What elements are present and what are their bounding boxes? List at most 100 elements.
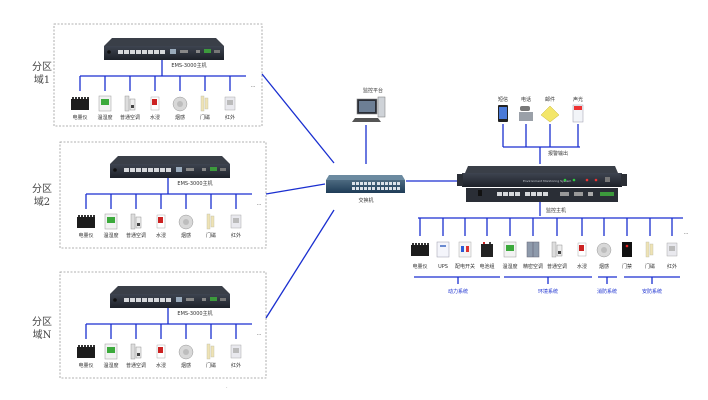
zone-1: 分区域1EMS-3000主机电量仪温湿度普通空调水浸烟感门磁红外··· (32, 23, 263, 127)
subsystem-group: 消防系统 (597, 276, 617, 295)
switch-port (364, 182, 367, 185)
device-thermo-hygrometer: 温湿度 (502, 218, 518, 270)
device-air-conditioner: 普通空调 (120, 76, 140, 121)
switch-label: 交换机 (358, 197, 373, 204)
alarm-output-telephone: 电话 (519, 96, 533, 147)
alarm-output-mobile-phone: 短信 (498, 96, 508, 147)
device-door-contact: 门磁 (645, 218, 655, 270)
precision-ac-icon (526, 241, 540, 258)
zone-host-label: EMS-3000主机 (177, 180, 212, 187)
mobile-phone-icon (498, 105, 508, 122)
device-label: 门磁 (645, 263, 655, 270)
host-port (497, 192, 502, 196)
pc-label: 监控平台 (363, 87, 383, 94)
switch-port (356, 182, 359, 185)
more-devices-indicator: ··· (257, 202, 262, 208)
smoke-detector-icon (178, 344, 194, 360)
access-control-icon (622, 242, 632, 257)
alarm-output-label: 邮件 (545, 96, 555, 103)
device-label: 烟感 (181, 362, 191, 369)
switch-port (372, 187, 375, 190)
door-contact-icon (206, 343, 215, 360)
device-label: 门磁 (206, 232, 216, 239)
subsystem-label: 消防系统 (597, 288, 617, 295)
subsystem-label: 动力系统 (448, 288, 468, 295)
power-meter-icon (77, 215, 95, 228)
infrared-sensor-icon (230, 214, 242, 229)
device-label: 红外 (667, 263, 677, 270)
device-label: 门禁 (622, 263, 632, 270)
device-label: 红外 (231, 362, 241, 369)
air-conditioner-icon (124, 95, 136, 112)
smoke-detector-icon (178, 214, 194, 230)
device-label: 水浸 (150, 114, 160, 121)
device-thermo-hygrometer: 温湿度 (103, 194, 119, 239)
switch-port (389, 182, 392, 185)
device-door-contact: 门磁 (200, 76, 210, 121)
zone-label: 分区 (32, 316, 52, 328)
network-switch: 交换机 (326, 175, 405, 204)
zone-label: 域2 (34, 195, 50, 208)
battery-icon (481, 242, 493, 257)
switch-port (393, 182, 396, 185)
switch-port (352, 182, 355, 185)
device-label: 普通空调 (120, 114, 140, 121)
device-smoke-detector: 烟感 (178, 194, 194, 239)
device-precision-ac: 精密空调 (523, 218, 543, 270)
device-power-meter: 电量仪 (411, 218, 429, 270)
device-access-control: 门禁 (622, 218, 632, 270)
device-label: 配电开关 (455, 263, 475, 270)
switch-port (360, 182, 363, 185)
device-label: 水浸 (156, 362, 166, 369)
device-air-conditioner: 普通空调 (547, 218, 567, 270)
air-conditioner-icon (130, 343, 142, 360)
subsystem-label: 安防系统 (642, 288, 662, 295)
more-devices-indicator: ··· (684, 231, 689, 237)
subsystem-group: 环境系统 (504, 276, 592, 295)
switch-port (364, 187, 367, 190)
alarm-output-group: 短信电话邮件声光 报警输出 (498, 96, 584, 164)
device-label: 电量仪 (78, 362, 93, 369)
distribution-switch-icon (458, 241, 472, 258)
device-power-meter: 电量仪 (71, 76, 89, 121)
water-leak-icon (156, 344, 166, 359)
power-meter-icon (77, 345, 95, 358)
air-conditioner-icon (551, 241, 563, 258)
zone-label: 分区 (32, 61, 52, 73)
device-battery: 电池组 (479, 218, 495, 270)
svg-text:·: · (226, 385, 228, 391)
zone-host-label: EMS-3000主机 (171, 62, 206, 69)
device-label: 水浸 (577, 263, 587, 270)
thermo-hygrometer-icon (503, 241, 517, 258)
power-meter-icon (71, 97, 89, 110)
main-monitoring-host: Environment Monitoring System 监控主机 (457, 166, 627, 216)
more-devices-indicator: ··· (257, 332, 262, 338)
switch-port (360, 187, 363, 190)
switch-port (352, 187, 355, 190)
subsystem-group: 安防系统 (624, 276, 680, 295)
ups-icon (436, 241, 450, 258)
switch-port (377, 187, 380, 190)
smoke-detector-icon (172, 96, 188, 112)
device-smoke-detector: 烟感 (596, 218, 612, 270)
power-meter-icon (411, 243, 429, 256)
device-power-meter: 电量仪 (77, 194, 95, 239)
monitoring-pc: 监控平台 (352, 87, 386, 164)
thermo-hygrometer-icon (104, 343, 118, 360)
zone-label: 分区 (32, 183, 52, 195)
device-thermo-hygrometer: 温湿度 (97, 76, 113, 121)
device-thermo-hygrometer: 温湿度 (103, 324, 119, 369)
device-label: 普通空调 (126, 362, 146, 369)
switch-port (397, 187, 400, 190)
thermo-hygrometer-icon (104, 213, 118, 230)
device-smoke-detector: 烟感 (172, 76, 188, 121)
device-door-contact: 门磁 (206, 194, 216, 239)
device-air-conditioner: 普通空调 (126, 194, 146, 239)
device-label: 烟感 (175, 114, 185, 121)
host-port (525, 192, 530, 196)
switch-port (368, 187, 371, 190)
zone-label: 域1 (34, 73, 50, 86)
switch-port (372, 182, 375, 185)
device-infrared-sensor: 红外 (224, 76, 236, 121)
host-port (503, 192, 508, 196)
